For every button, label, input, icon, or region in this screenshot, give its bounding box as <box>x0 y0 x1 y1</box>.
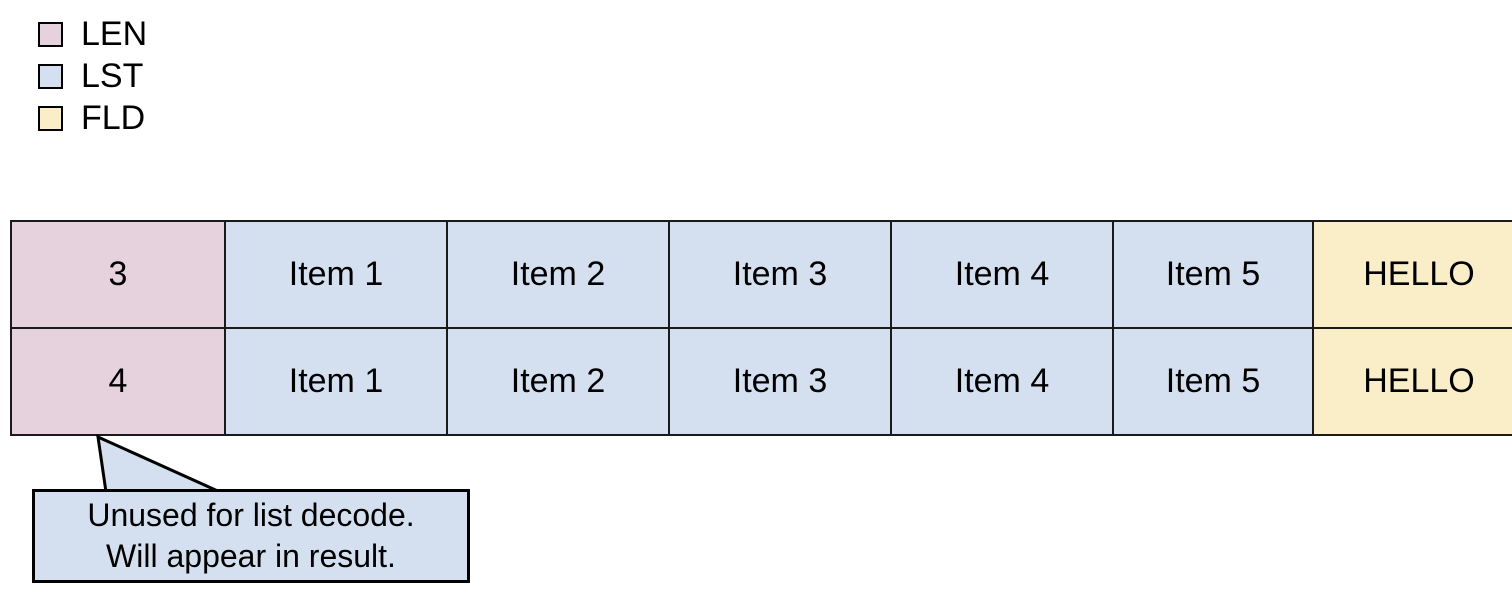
callout-tail-triangle <box>96 434 221 494</box>
cell-lst-row0-item3: Item 3 <box>668 220 892 329</box>
callout-note: Unused for list decode. Will appear in r… <box>32 489 470 583</box>
cell-len-row1: 4 <box>10 327 226 436</box>
legend-label-lst: LST <box>81 57 144 95</box>
cell-lst-row1-item5: Item 5 <box>1112 327 1314 436</box>
legend: LEN LST FLD <box>38 16 147 136</box>
cell-lst-row0-item5: Item 5 <box>1112 220 1314 329</box>
cell-fld-row0: HELLO <box>1312 220 1512 329</box>
cell-lst-row1-item3: Item 3 <box>668 327 892 436</box>
callout-line-1: Unused for list decode. <box>87 497 415 533</box>
cell-fld-row1: HELLO <box>1312 327 1512 436</box>
table-row: 3 Item 1 Item 2 Item 3 Item 4 Item 5 HEL… <box>10 220 1512 329</box>
legend-item-fld: FLD <box>38 100 147 136</box>
cell-lst-row0-item2: Item 2 <box>446 220 670 329</box>
cell-lst-row0-item4: Item 4 <box>890 220 1114 329</box>
legend-item-lst: LST <box>38 58 147 94</box>
cell-lst-row1-item2: Item 2 <box>446 327 670 436</box>
table-row: 4 Item 1 Item 2 Item 3 Item 4 Item 5 HEL… <box>10 327 1512 436</box>
legend-label-fld: FLD <box>81 99 146 137</box>
legend-item-len: LEN <box>38 16 147 52</box>
record-layout-table: 3 Item 1 Item 2 Item 3 Item 4 Item 5 HEL… <box>10 220 1512 436</box>
legend-swatch-lst <box>38 63 63 89</box>
legend-swatch-fld <box>38 105 63 131</box>
legend-swatch-len <box>38 21 63 47</box>
cell-lst-row1-item1: Item 1 <box>224 327 448 436</box>
cell-lst-row0-item1: Item 1 <box>224 220 448 329</box>
cell-lst-row1-item4: Item 4 <box>890 327 1114 436</box>
cell-len-row0: 3 <box>10 220 226 329</box>
legend-label-len: LEN <box>81 15 148 53</box>
callout-line-2: Will appear in result. <box>106 538 396 574</box>
